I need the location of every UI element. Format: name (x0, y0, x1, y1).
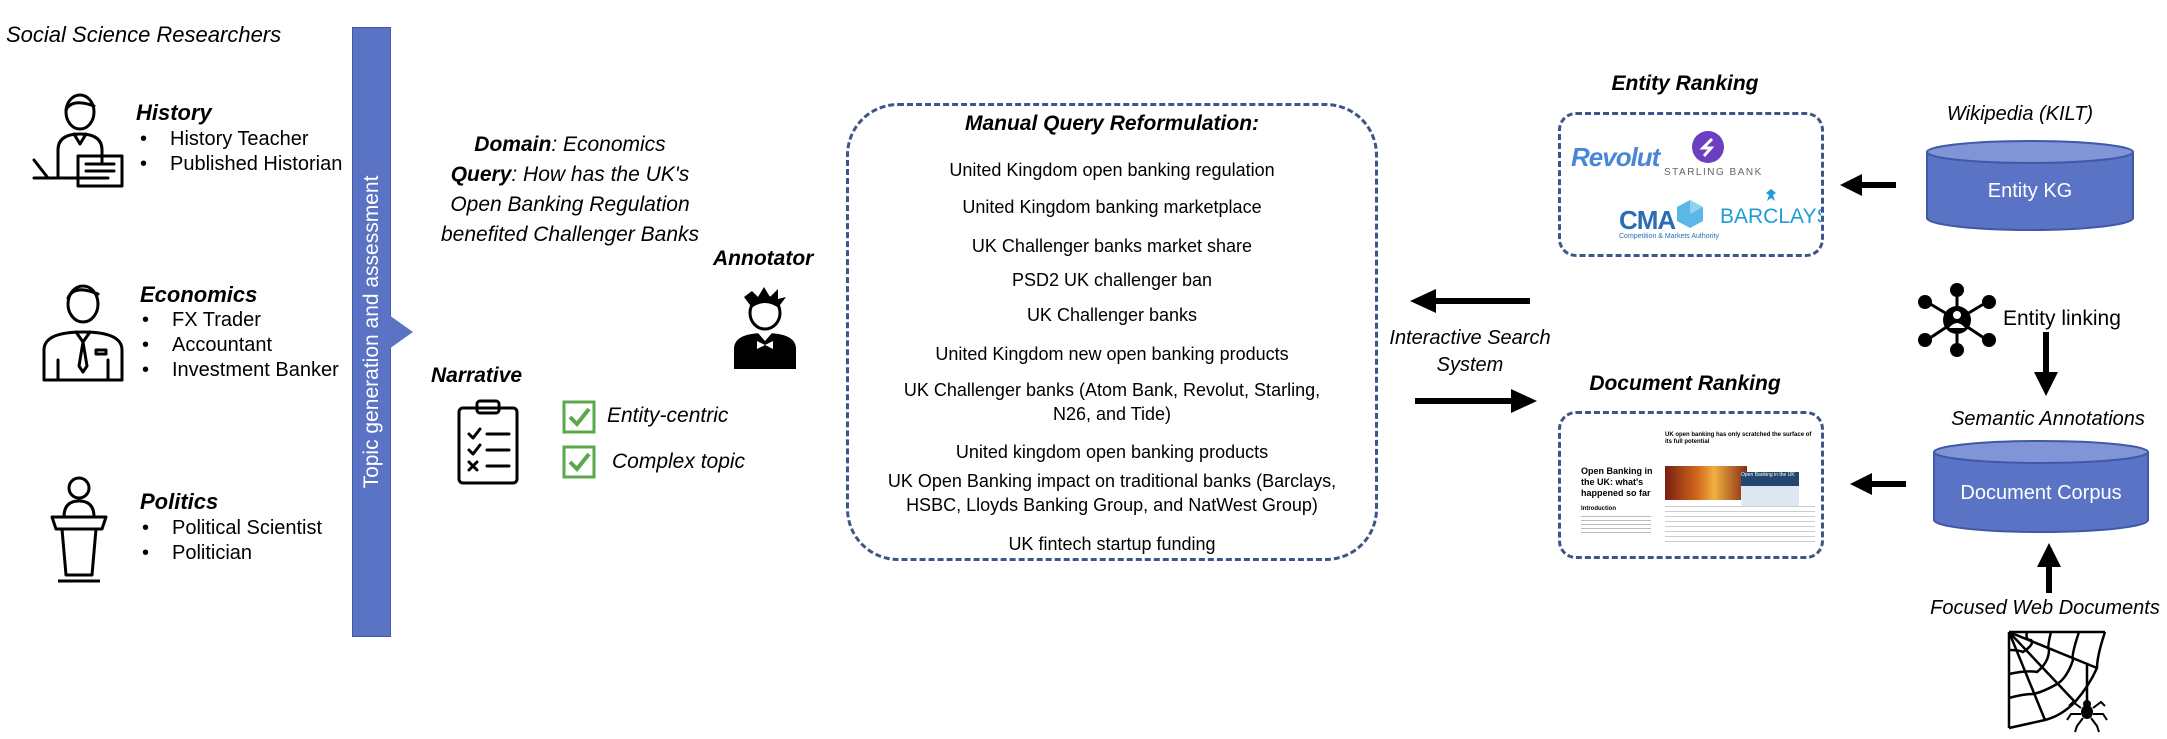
check-label-entity-centric: Entity-centric (607, 404, 729, 427)
query-item: United Kingdom new open banking products (935, 344, 1289, 364)
checklist-icon (457, 399, 519, 485)
arrow-left-icon (1410, 289, 1530, 313)
economics-list: FX Trader Accountant Investment Banker (138, 308, 339, 383)
entity-kg-label-wrap: Entity KG (1925, 140, 2135, 232)
query-item: United Kingdom banking marketplace (962, 197, 1262, 217)
entity-kg-label: Entity KG (1987, 180, 2073, 202)
semantic-annotations-label: Semantic Annotations (1951, 408, 2145, 430)
thumb-body-lines (1665, 506, 1815, 546)
barclays-eagle-icon (1766, 189, 1776, 201)
list-item: Investment Banker (138, 358, 339, 383)
history-teacher-icon (32, 93, 124, 188)
document-corpus-label: Document Corpus (1960, 482, 2122, 504)
arrow-down-icon (2034, 332, 2058, 396)
list-item: Politician (138, 541, 322, 566)
barclays-logo: BARCLAYS (1720, 205, 1824, 228)
history-list: History Teacher Published Historian (136, 127, 342, 177)
politics-title: Politics (140, 489, 219, 514)
history-title: History (136, 100, 212, 125)
thumb-photo (1665, 466, 1747, 500)
arrow-right-icon (1415, 389, 1537, 413)
entity-ranking-title: Entity Ranking (1611, 72, 1759, 95)
arrow-left-icon (1850, 473, 1906, 495)
entity-kg-cylinder (1926, 140, 2134, 231)
thumb-panel (1741, 486, 1799, 508)
query-item: UK Challenger banks (Atom Bank, Revolut,… (903, 380, 1321, 424)
query-item: United Kingdom open banking regulation (949, 160, 1275, 180)
list-item: History Teacher (136, 127, 342, 152)
search-system-label: Interactive Search System (1389, 327, 1551, 376)
checkbox-icon (562, 445, 596, 479)
query-value: : How has the UK's Open Banking Regulati… (440, 163, 699, 246)
entity-ranking-box: Revolut STARLING BANK CMA Competition & … (1558, 112, 1824, 257)
thumb-headline: Open Banking in the UK: what's happened … (1581, 466, 1653, 498)
query-item: UK Challenger banks market share (971, 236, 1253, 256)
document-ranking-title: Document Ranking (1589, 372, 1781, 395)
reformulation-title: Manual Query Reformulation: (964, 112, 1260, 135)
domain-value: : Economics (551, 133, 666, 156)
wikipedia-label: Wikipedia (KILT) (1946, 103, 2094, 125)
query-item: PSD2 UK challenger ban (1011, 270, 1213, 290)
list-item: FX Trader (138, 308, 339, 333)
focused-web-label: Focused Web Documents (1930, 597, 2160, 619)
annotator-icon (734, 287, 796, 369)
document-ranking-box: Open Banking in the UK: what's happened … (1558, 411, 1824, 559)
topic-bar-label: Topic generation and assessment (359, 175, 383, 489)
topic-arrow (389, 315, 413, 349)
network-people-icon (1918, 283, 1996, 357)
query-key: Query (450, 163, 512, 186)
spider-web-icon (2007, 630, 2108, 733)
check-label-complex-topic: Complex topic (612, 450, 746, 473)
cma-logo-icon (1677, 200, 1703, 228)
thumb-overlay: Open Banking in the UK (1741, 472, 1799, 486)
list-item: Accountant (138, 333, 339, 358)
annotator-label: Annotator (713, 247, 814, 270)
list-item: Published Historian (136, 152, 342, 177)
list-item: Political Scientist (138, 516, 322, 541)
document-corpus-cylinder (1933, 440, 2149, 533)
arrow-left-icon (1840, 174, 1896, 196)
topic-generation-bar: Topic generation and assessment (352, 27, 391, 637)
economics-title: Economics (140, 282, 258, 307)
economist-icon (42, 284, 124, 382)
thumb-section: Introduction (1581, 506, 1616, 512)
checkbox-icon (562, 400, 596, 434)
arrow-up-icon (2037, 543, 2061, 593)
starling-logo: STARLING BANK (1664, 167, 1763, 178)
query-item: UK Challenger banks (1026, 305, 1198, 325)
podium-speaker-icon (50, 476, 108, 583)
domain-key: Domain (474, 133, 552, 156)
starling-logo-icon (1692, 131, 1724, 163)
revolut-logo: Revolut (1571, 142, 1660, 172)
cma-logo: CMA (1619, 205, 1676, 235)
cma-subtitle: Competition & Markets Authority (1619, 233, 1719, 240)
entity-linking-label: Entity linking (2003, 307, 2121, 330)
query-block: Domain: Economics Query: How has the UK'… (425, 130, 715, 250)
query-item: UK fintech startup funding (1008, 534, 1216, 554)
thumb-side-headline: UK open banking has only scratched the s… (1665, 432, 1812, 445)
researchers-title: Social Science Researchers (6, 22, 282, 47)
query-item: United kingdom open banking products (955, 442, 1269, 462)
document-corpus-label-wrap: Document Corpus (1932, 440, 2150, 534)
query-item: UK Open Banking impact on traditional ba… (887, 471, 1337, 515)
narrative-title: Narrative (431, 364, 523, 387)
thumb-text-lines (1581, 516, 1651, 536)
query-reformulation-box: Manual Query Reformulation: United Kingd… (846, 103, 1378, 561)
politics-list: Political Scientist Politician (138, 516, 322, 566)
